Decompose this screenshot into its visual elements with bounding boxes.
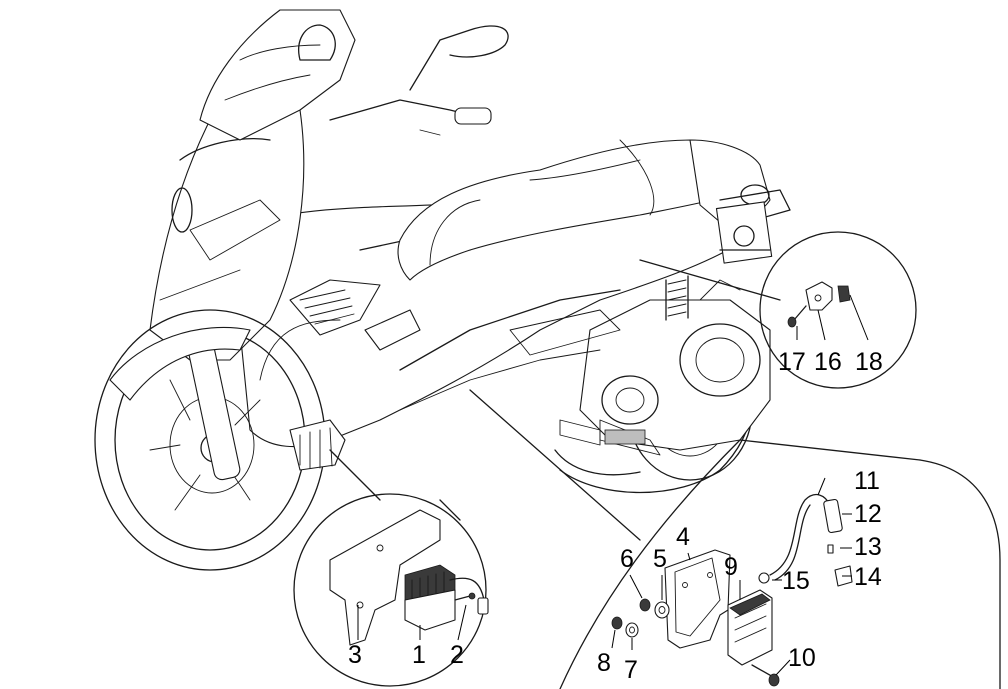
callout-3: 3 [348, 641, 362, 669]
callout-11: 11 [854, 467, 880, 495]
bracket-screw [787, 305, 807, 328]
cdi-screw [751, 664, 780, 687]
cdi-unit [727, 589, 773, 666]
callout-6: 6 [620, 545, 634, 573]
regulator-wire [449, 577, 485, 601]
callout-13: 13 [854, 533, 882, 561]
engine-block [554, 275, 771, 476]
callout-8: 8 [597, 649, 611, 677]
handlebar [298, 24, 509, 136]
detail-circle-cdi [469, 389, 1001, 689]
windscreen [199, 9, 356, 141]
callout-18: 18 [855, 348, 883, 376]
voltage-regulator [404, 564, 456, 631]
callout-1: 1 [412, 641, 426, 669]
detail-circle-horn-bracket [639, 231, 917, 389]
callout-14: 14 [854, 563, 882, 591]
washers-and-nuts [611, 598, 670, 638]
callout-4: 4 [676, 523, 690, 551]
front-wheel [94, 309, 326, 571]
side-vents [289, 279, 421, 471]
callout-12: 12 [854, 500, 882, 528]
screw [454, 595, 471, 601]
tail-section [689, 139, 791, 264]
detail-circle-regulator [293, 449, 489, 687]
callout-7: 7 [624, 656, 638, 684]
callout-labels: 1 2 3 4 5 6 7 8 9 10 11 12 13 14 15 16 1… [348, 348, 883, 684]
ignition-lead [758, 493, 853, 587]
callout-17: 17 [778, 348, 806, 376]
callout-5: 5 [653, 545, 667, 573]
callout-16: 16 [814, 348, 842, 376]
callout-9: 9 [724, 553, 738, 581]
small-bracket [805, 281, 851, 311]
callout-15: 15 [782, 567, 810, 595]
cdi-bracket-plate [664, 549, 731, 649]
callout-10: 10 [788, 644, 816, 672]
callout-2: 2 [450, 641, 464, 669]
wiring-harness [259, 319, 341, 381]
scooter-illustration [94, 9, 791, 571]
